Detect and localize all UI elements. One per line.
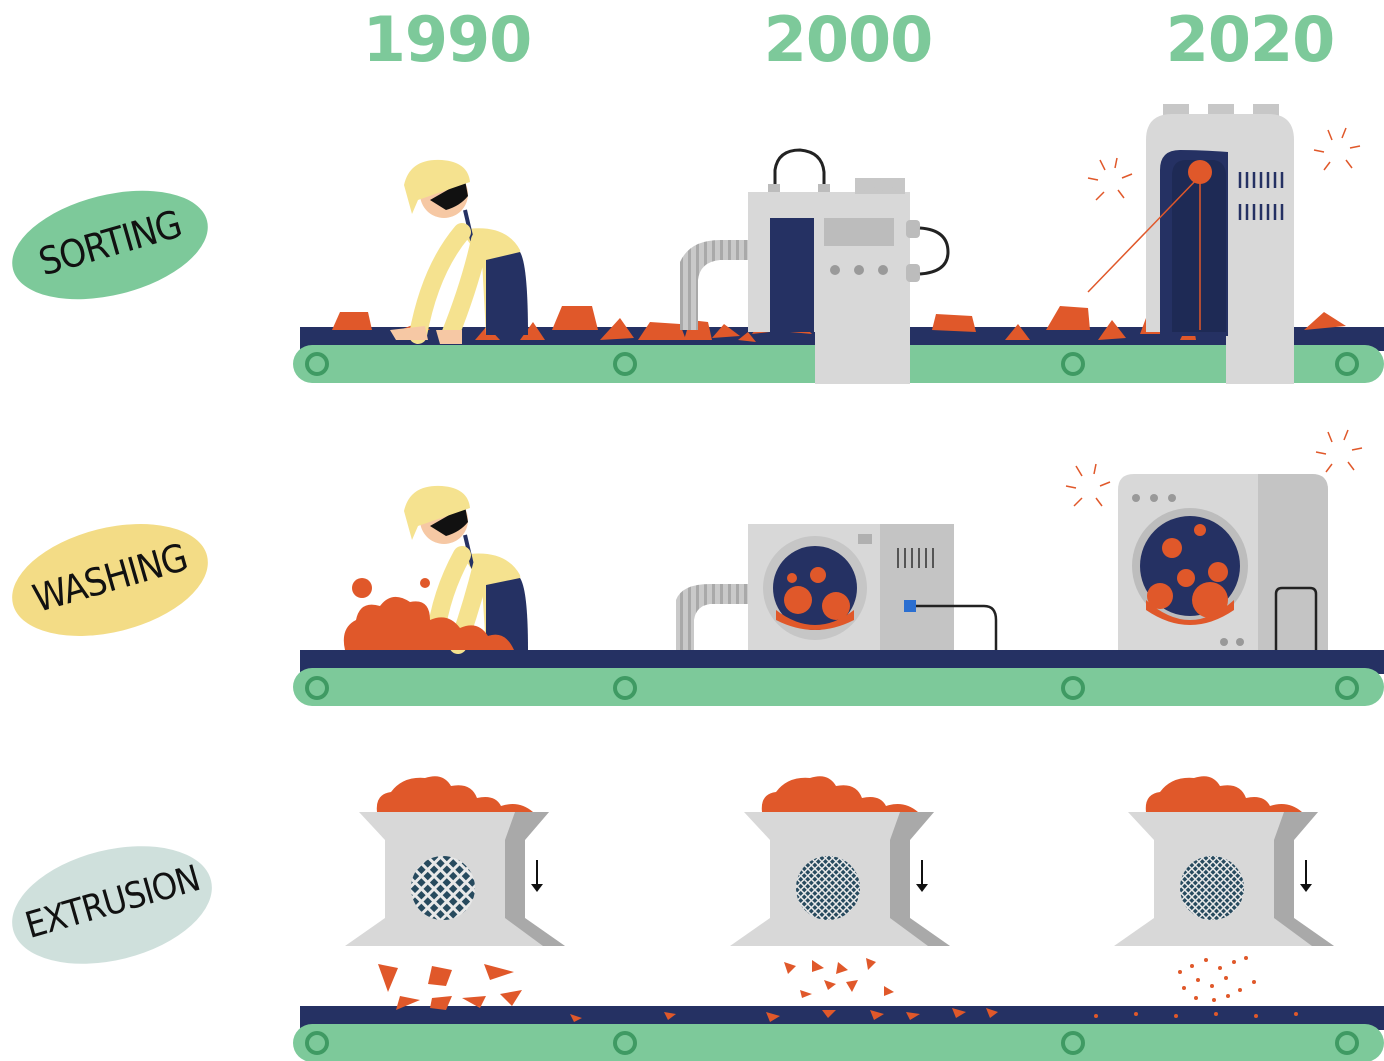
spark-icon xyxy=(1087,127,1361,201)
extruder-2000 xyxy=(730,776,950,946)
year-2000: 2000 xyxy=(763,3,934,76)
stage-label-sorting: SORTING xyxy=(5,185,215,305)
washing-machine-2000 xyxy=(676,524,998,650)
washing-row xyxy=(293,429,1384,706)
sorting-machine-2000 xyxy=(680,148,950,384)
stage-label-extrusion: EXTRUSION xyxy=(5,840,220,970)
label-blob xyxy=(12,524,208,636)
washing-machine-2020 xyxy=(1065,429,1363,650)
extruder-1990 xyxy=(345,776,565,946)
sorting-row xyxy=(293,104,1384,384)
spark-icon xyxy=(1065,429,1363,507)
year-2020: 2020 xyxy=(1165,3,1336,76)
output-flakes-1990 xyxy=(378,964,676,1022)
worker xyxy=(390,159,528,344)
label-blob xyxy=(12,190,208,300)
extruder-2020 xyxy=(1114,776,1334,946)
conveyor-belt xyxy=(293,1006,1384,1061)
output-flakes-2000 xyxy=(766,958,998,1022)
worker xyxy=(343,485,528,654)
stage-label-washing: WASHING xyxy=(5,520,215,640)
water-splash xyxy=(343,578,514,650)
sorting-machine-2020 xyxy=(1087,104,1361,384)
output-pellets-2020 xyxy=(1094,956,1298,1018)
year-1990: 1990 xyxy=(362,3,533,76)
extrusion-row xyxy=(293,776,1384,1061)
label-blob xyxy=(12,846,212,964)
conveyor-belt xyxy=(293,650,1384,706)
